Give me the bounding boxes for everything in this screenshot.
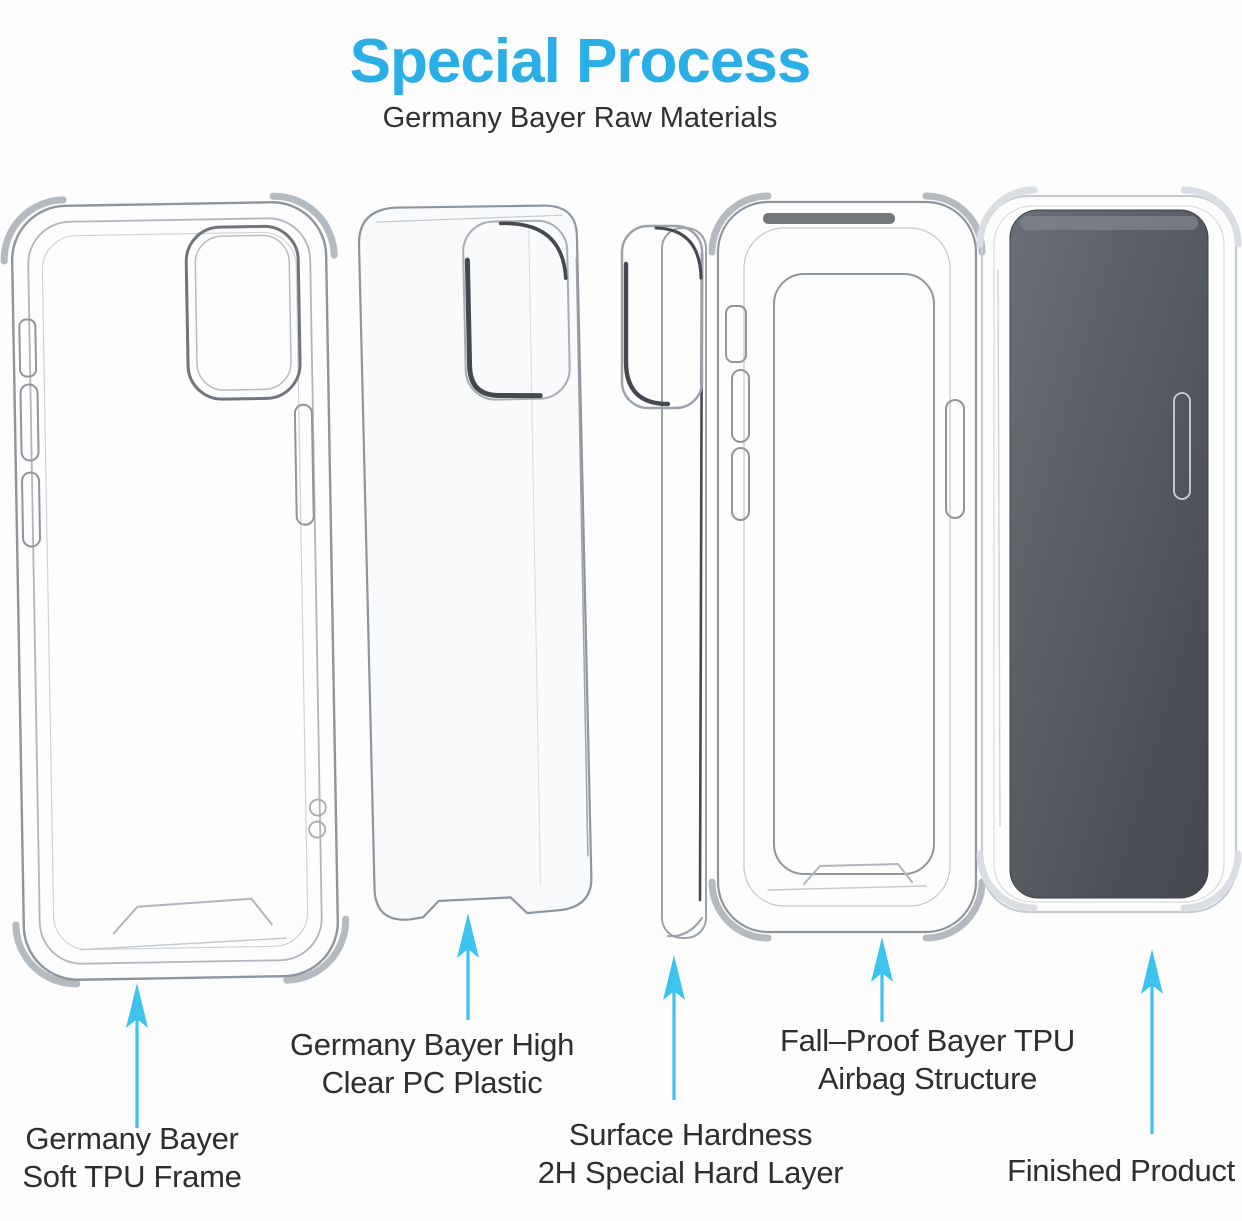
page-title: Special Process <box>349 27 812 96</box>
side-buttons-left <box>18 318 42 548</box>
finished-product-illustration <box>976 186 1242 914</box>
label-line: 2H Special Hard Layer <box>537 1155 844 1190</box>
airbag-corner <box>922 192 986 256</box>
airbag-corner <box>922 878 986 942</box>
airbag-corner <box>0 196 67 265</box>
label-line: Germany Bayer <box>25 1121 239 1156</box>
pc-plate-illustration <box>357 204 593 921</box>
reflection-line <box>528 228 542 886</box>
label-line: Surface Hardness <box>568 1117 813 1152</box>
label-soft-tpu-frame: Germany Bayer Soft TPU Frame <box>2 1120 262 1196</box>
label-hard-layer: Surface Hardness 2H Special Hard Layer <box>518 1116 863 1192</box>
label-line: Germany Bayer High <box>289 1027 575 1062</box>
lanyard-holes <box>308 798 327 839</box>
top-rail-bar <box>763 213 895 224</box>
soft-tpu-case-illustration <box>0 192 350 988</box>
up-arrow-icon <box>126 983 148 1128</box>
camera-cutout <box>620 224 704 410</box>
page-subtitle: Germany Bayer Raw Materials <box>382 102 778 134</box>
power-button <box>293 403 315 526</box>
case-outline <box>980 194 1238 914</box>
airbag-corner <box>1180 186 1242 248</box>
phone-screen <box>1009 209 1209 899</box>
airbag-corner <box>283 915 350 984</box>
airbag-corner <box>976 186 1038 248</box>
tpu-bumper-illustration <box>708 192 986 942</box>
up-arrow-icon <box>1141 949 1163 1134</box>
label-finished-product: Finished Product <box>1000 1152 1242 1190</box>
airbag-corner <box>12 921 81 988</box>
airbag-corner <box>708 192 772 256</box>
label-tpu-airbag: Fall–Proof Bayer TPU Airbag Structure <box>760 1022 1095 1098</box>
airbag-corner <box>1180 850 1242 912</box>
up-arrow-icon <box>663 955 685 1100</box>
plate-outline <box>357 204 593 921</box>
up-arrow-icon <box>457 913 479 1020</box>
label-line: Finished Product <box>1007 1153 1235 1188</box>
label-line: Airbag Structure <box>817 1061 1038 1096</box>
airbag-corner <box>269 192 338 259</box>
power-button <box>1173 392 1191 500</box>
airbag-corner <box>976 850 1038 912</box>
label-line: Fall–Proof Bayer TPU <box>780 1023 1075 1058</box>
hard-layer-illustration <box>620 224 707 939</box>
camera-cutout <box>462 219 571 401</box>
phone-top-bar <box>1020 216 1198 230</box>
label-line: Soft TPU Frame <box>22 1159 242 1194</box>
power-button <box>945 399 965 519</box>
camera-cutout <box>184 224 302 401</box>
label-clear-pc-plastic: Germany Bayer High Clear PC Plastic <box>272 1026 592 1102</box>
airbag-corner <box>708 878 772 942</box>
label-line: Clear PC Plastic <box>321 1065 543 1100</box>
up-arrow-icon <box>871 937 893 1022</box>
side-buttons-left <box>725 305 750 521</box>
